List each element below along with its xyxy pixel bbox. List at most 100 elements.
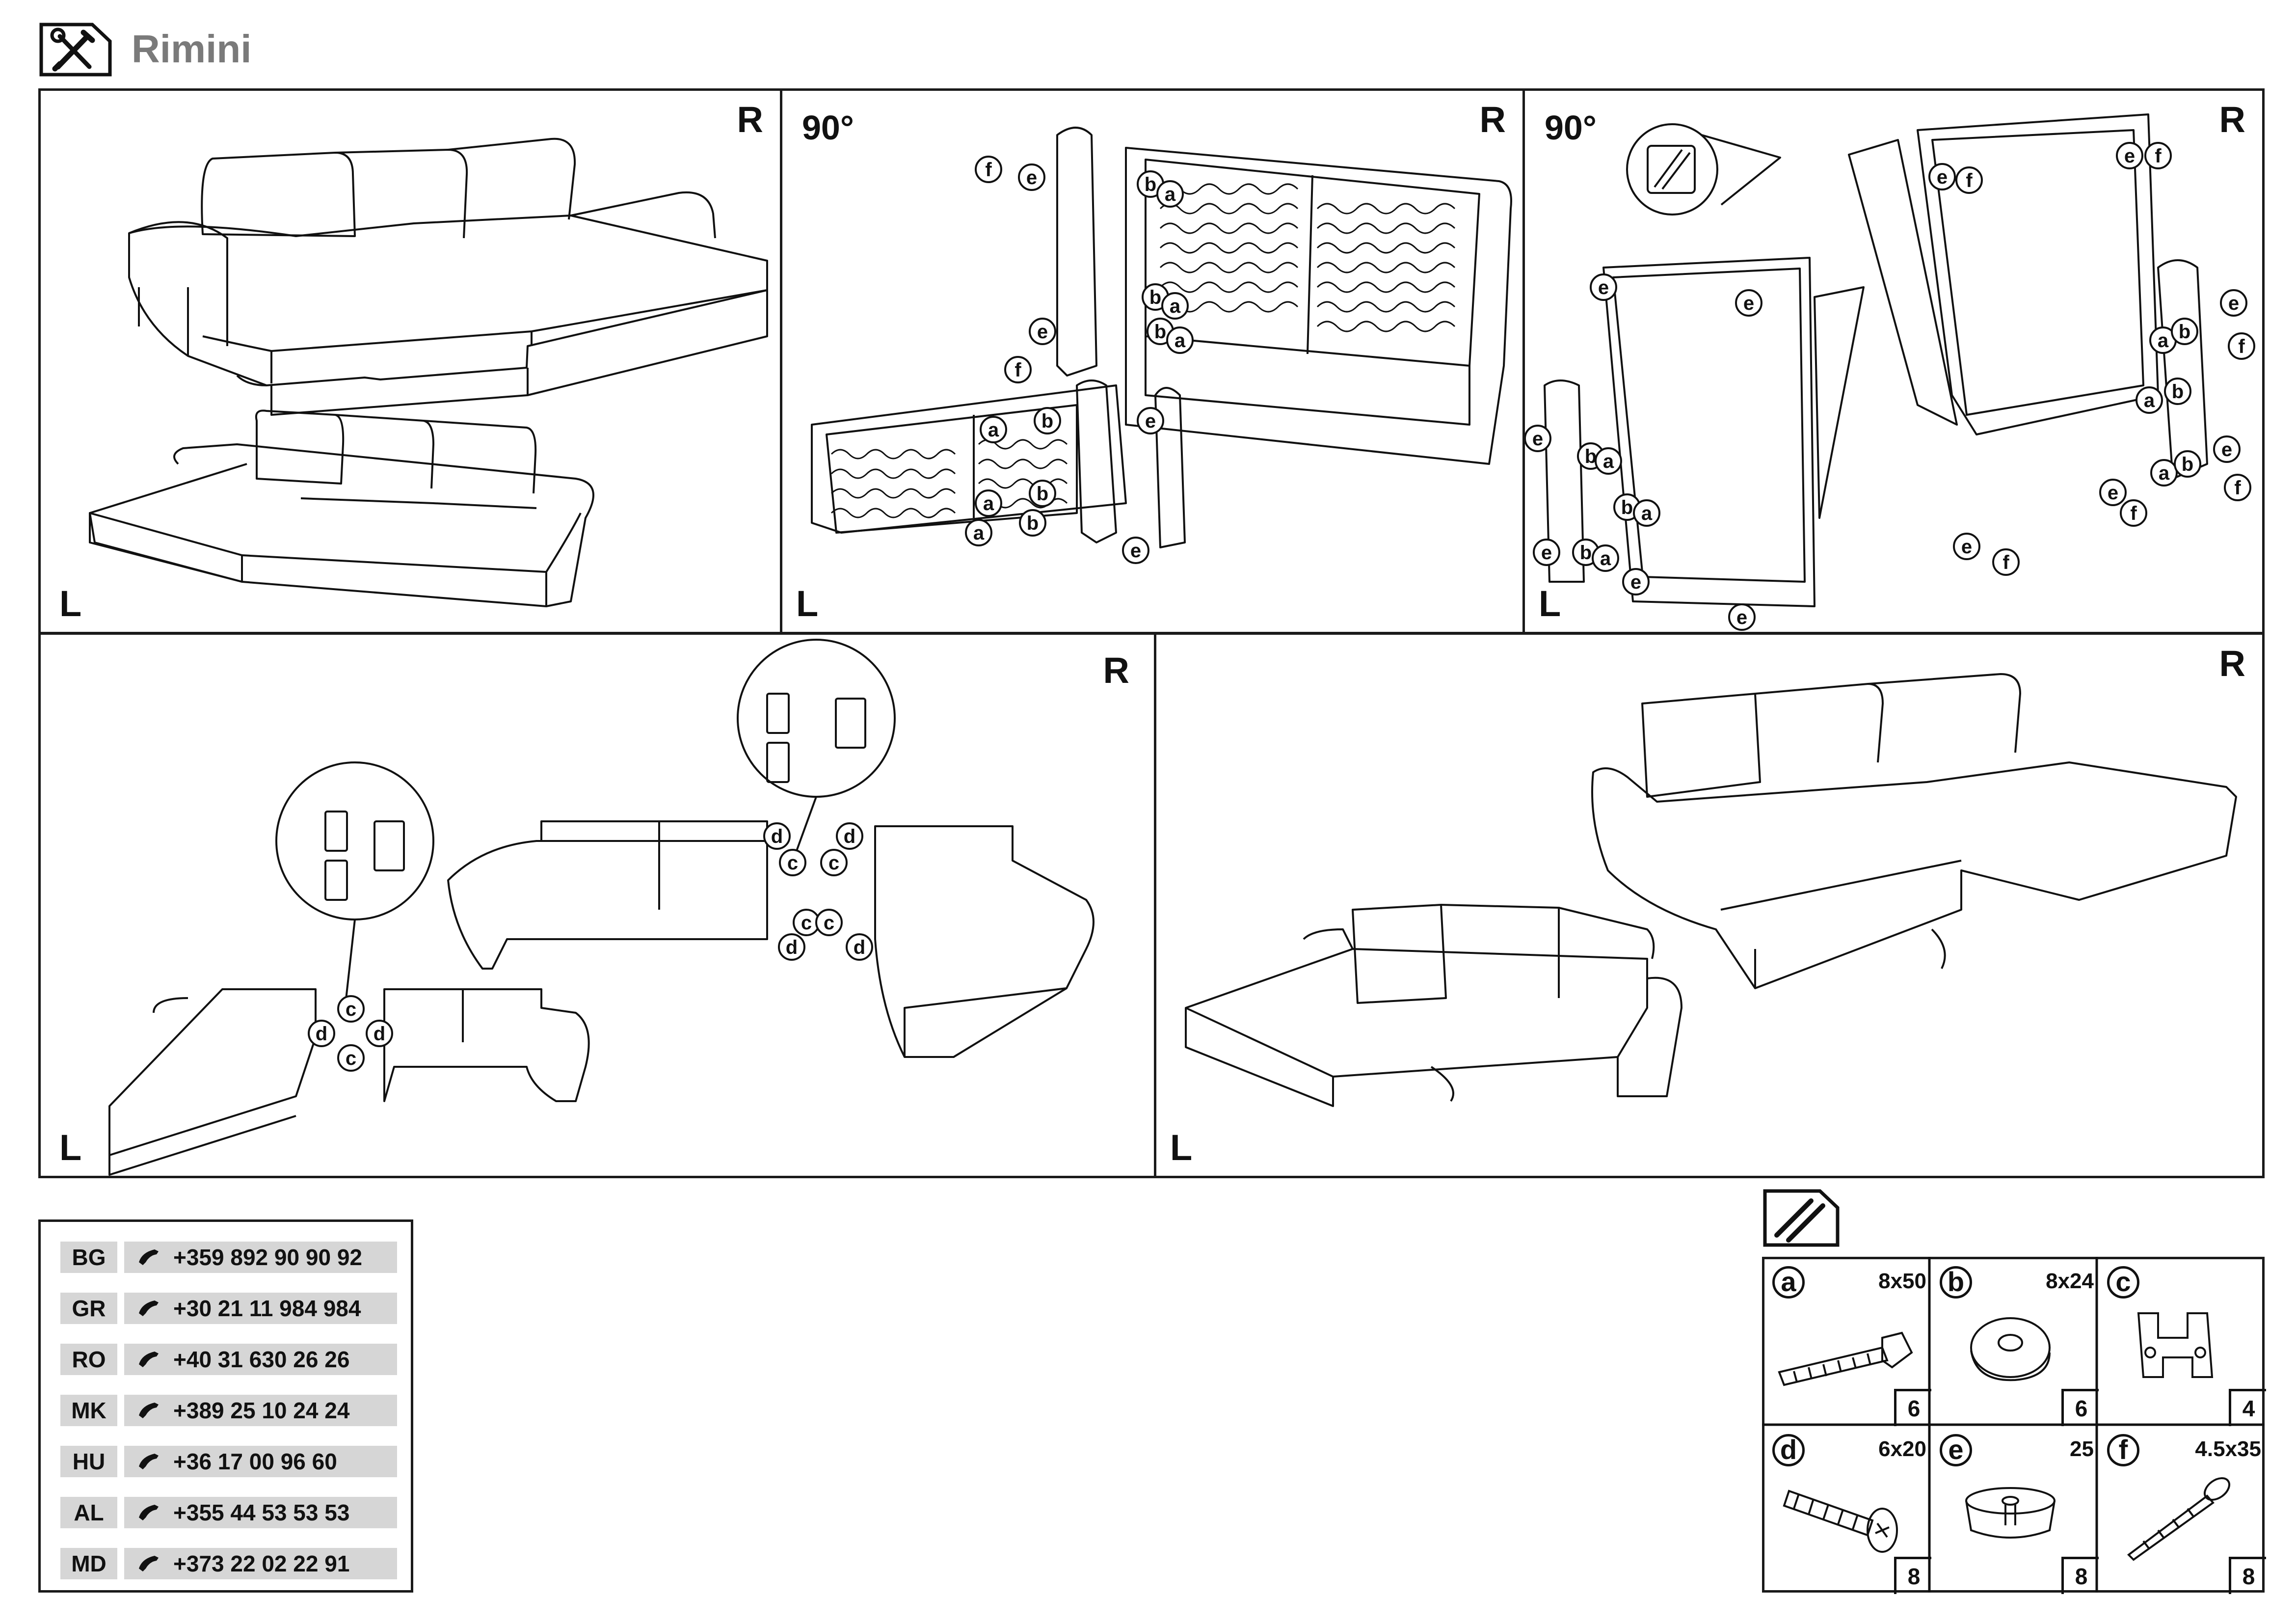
- sofa-assembled-drawing: [89, 137, 768, 607]
- svg-text:f: f: [2002, 552, 2009, 573]
- svg-text:c: c: [801, 912, 812, 934]
- svg-text:e: e: [1743, 293, 1754, 314]
- country-code: AL: [60, 1497, 117, 1528]
- phone-number-field: +359 892 90 90 92: [124, 1242, 397, 1273]
- svg-text:c: c: [787, 852, 798, 874]
- svg-text:e: e: [1736, 607, 1747, 628]
- svg-text:d: d: [771, 826, 783, 847]
- phone-number: +355 44 53 53 53: [173, 1500, 350, 1525]
- svg-text:e: e: [1037, 321, 1048, 343]
- svg-text:e: e: [1145, 410, 1156, 432]
- part-quantity: 8: [2229, 1557, 2266, 1594]
- svg-text:e: e: [2228, 293, 2239, 314]
- country-code: HU: [60, 1446, 117, 1477]
- phone-number-field: +30 21 11 984 984: [124, 1293, 397, 1324]
- part-a-cell: a 8x50 6: [1764, 1259, 1931, 1426]
- svg-text:e: e: [1541, 542, 1552, 564]
- bolt-icon: [1778, 1331, 1913, 1386]
- side-label-left: L: [59, 583, 82, 624]
- svg-text:f: f: [985, 159, 992, 181]
- svg-text:a: a: [983, 493, 994, 514]
- svg-text:b: b: [2172, 381, 2184, 403]
- svg-text:b: b: [1580, 542, 1592, 564]
- svg-text:d: d: [316, 1023, 327, 1045]
- svg-text:a: a: [2144, 390, 2155, 411]
- glide-foot-icon: [1965, 1487, 2056, 1539]
- svg-text:a: a: [1170, 296, 1181, 317]
- svg-text:c: c: [346, 999, 356, 1020]
- svg-text:e: e: [2124, 145, 2135, 167]
- svg-text:c: c: [824, 912, 834, 934]
- svg-text:b: b: [1145, 174, 1156, 195]
- step-panel-5: R L: [1154, 632, 2265, 1178]
- country-code: MK: [60, 1395, 117, 1426]
- phone-number-field: +373 22 02 22 91: [124, 1548, 397, 1579]
- rotate-90-label: 90°: [1545, 108, 1597, 147]
- part-letter: f: [2107, 1434, 2139, 1466]
- part-letter: e: [1940, 1434, 1972, 1466]
- svg-text:b: b: [1149, 287, 1161, 308]
- bracket-icon: [2137, 1312, 2214, 1378]
- phone-number: +389 25 10 24 24: [173, 1398, 350, 1423]
- svg-text:a: a: [1603, 451, 1614, 472]
- country-code: RO: [60, 1344, 117, 1375]
- svg-text:f: f: [2234, 477, 2241, 499]
- svg-text:b: b: [1041, 410, 1053, 432]
- svg-text:d: d: [854, 937, 865, 958]
- phone-handset-icon: [139, 1249, 159, 1265]
- side-label-right: R: [1479, 99, 1506, 140]
- phone-number-field: +40 31 630 26 26: [124, 1344, 397, 1375]
- part-e-cell: e 25 8: [1932, 1427, 2099, 1594]
- rotate-90-label: 90°: [802, 108, 854, 147]
- svg-text:b: b: [2182, 454, 2193, 475]
- support-phone-list: BG +359 892 90 90 92 GR +30 21 11 984 98…: [38, 1219, 413, 1593]
- part-letter: c: [2107, 1266, 2139, 1299]
- svg-text:e: e: [1026, 167, 1037, 189]
- part-quantity: 4: [2229, 1389, 2266, 1426]
- svg-text:a: a: [2159, 462, 2170, 484]
- phone-number-field: +389 25 10 24 24: [124, 1395, 397, 1426]
- svg-text:f: f: [2130, 503, 2137, 524]
- side-label-left: L: [796, 583, 819, 624]
- svg-text:c: c: [828, 852, 839, 874]
- svg-text:b: b: [1585, 446, 1597, 467]
- phone-handset-icon: [139, 1352, 159, 1367]
- part-size: 8x50: [1878, 1269, 1926, 1293]
- country-code: MD: [60, 1548, 117, 1579]
- svg-text:a: a: [1641, 503, 1653, 524]
- svg-text:f: f: [2155, 145, 2162, 167]
- phone-handset-icon: [139, 1403, 159, 1418]
- part-letter: a: [1772, 1266, 1805, 1299]
- part-quantity: 8: [2061, 1557, 2099, 1594]
- phone-number: +373 22 02 22 91: [173, 1551, 350, 1576]
- svg-text:b: b: [2179, 321, 2190, 343]
- svg-text:a: a: [988, 419, 999, 441]
- svg-text:c: c: [346, 1048, 356, 1069]
- svg-text:b: b: [1154, 321, 1166, 343]
- side-label-left: L: [1539, 583, 1561, 624]
- phone-number: +30 21 11 984 984: [173, 1296, 361, 1321]
- svg-text:a: a: [1165, 184, 1176, 205]
- page-title: Rimini: [132, 27, 252, 71]
- part-c-cell: c 4: [2099, 1259, 2266, 1426]
- phone-number-field: +355 44 53 53 53: [124, 1497, 397, 1528]
- svg-text:e: e: [1630, 571, 1641, 593]
- part-letter: b: [1940, 1266, 1972, 1299]
- hardware-parts-table: a 8x50 6 b 8x24 6 c 4 d 6x20 8 e 25: [1762, 1257, 2266, 1594]
- part-quantity: 6: [2061, 1389, 2099, 1426]
- svg-text:e: e: [1598, 277, 1609, 298]
- svg-text:e: e: [1130, 540, 1141, 562]
- country-code: BG: [60, 1242, 117, 1273]
- pullout-bed-drawing: [1185, 673, 2237, 1107]
- wood-screw-icon: [2127, 1477, 2231, 1561]
- svg-text:e: e: [2221, 439, 2232, 460]
- svg-text:f: f: [1015, 359, 1021, 381]
- part-quantity: 6: [1894, 1389, 1931, 1426]
- step-panel-1: R L: [38, 88, 782, 634]
- screws-pack-icon: [1762, 1188, 1841, 1248]
- svg-text:e: e: [1937, 166, 1948, 188]
